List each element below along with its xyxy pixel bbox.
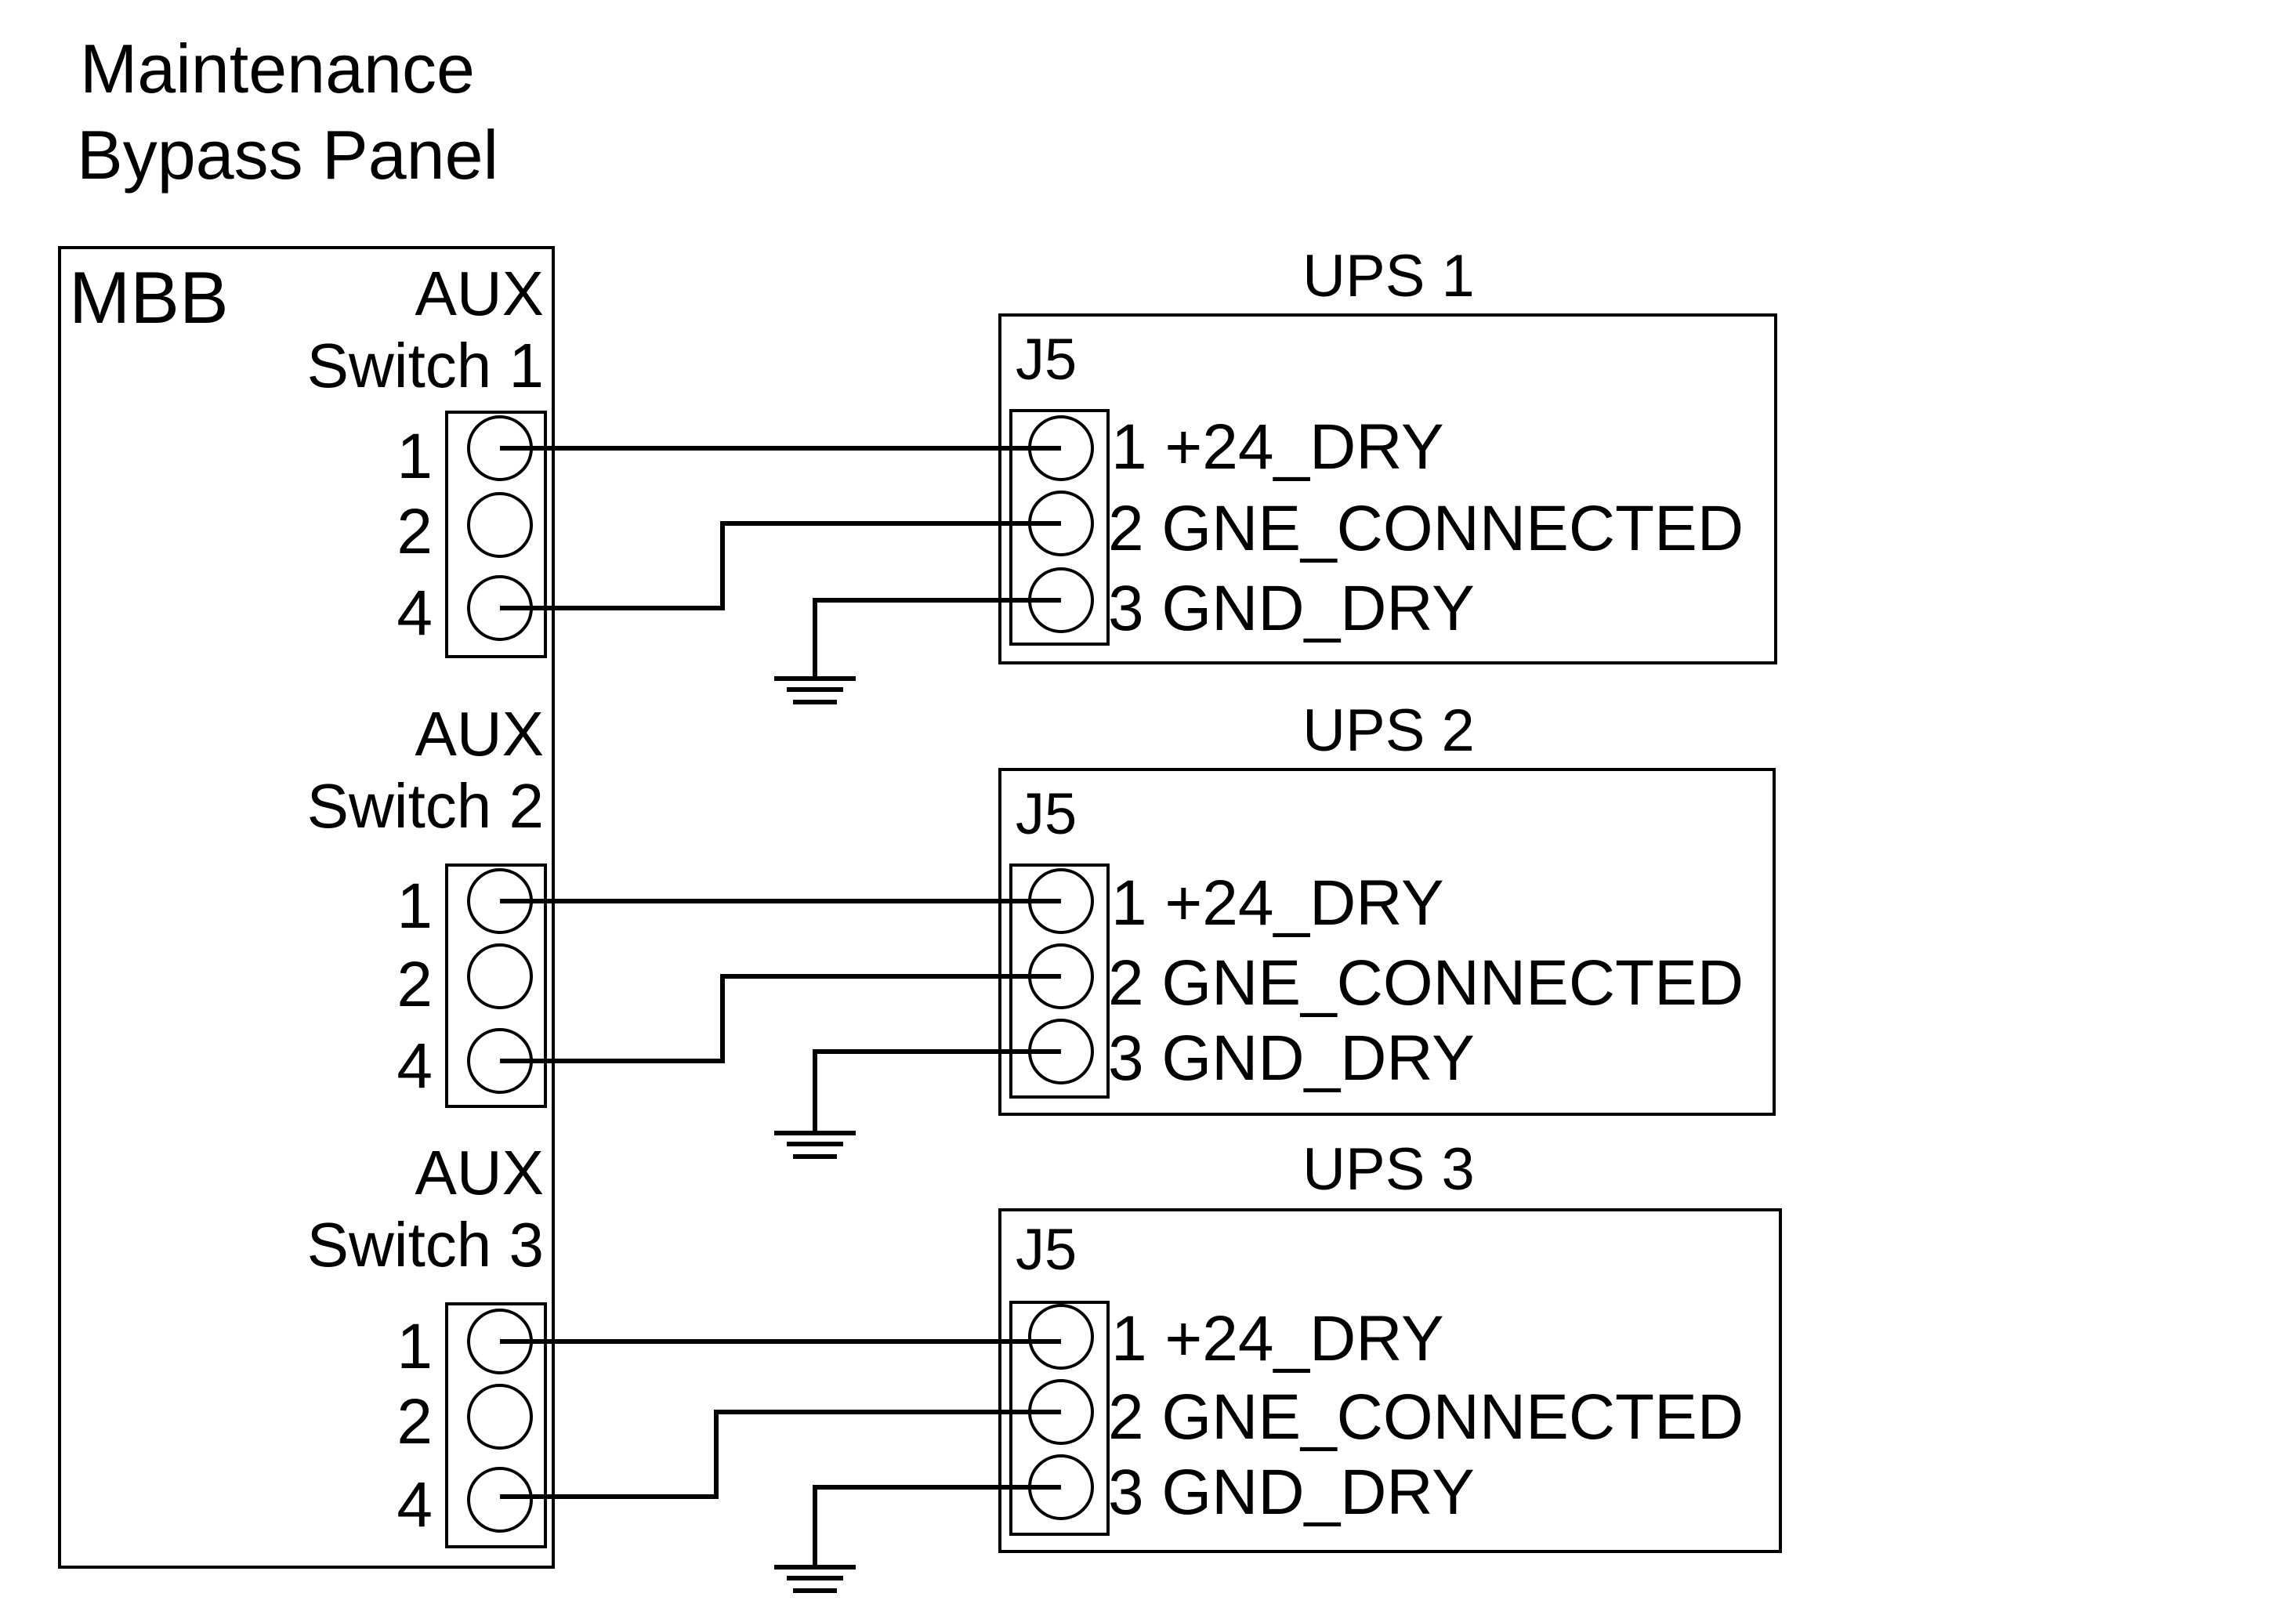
aux-switch-1-pin-2-circle: [467, 492, 533, 558]
ups-2-signal-1: 1 +24_DRY: [1111, 867, 1444, 939]
title-line-1: Maintenance: [80, 30, 475, 107]
ups-2-signal-3: 3 GND_DRY: [1108, 1023, 1475, 1094]
aux-switch-1-pin-1-label: 1: [397, 421, 433, 492]
ground-symbol-2: [774, 1131, 856, 1159]
mbb-panel: [58, 246, 555, 1569]
aux-switch-3-pin-4-circle: [467, 1467, 533, 1533]
wiring-group-2: [500, 899, 1061, 1159]
aux-switch-2-label-line1: AUX: [415, 699, 545, 769]
ups-2-j5-terminal-block: [1009, 863, 1110, 1099]
ups-2-box: [998, 768, 1776, 1116]
ups-1-signal-1: 1 +24_DRY: [1111, 411, 1444, 483]
aux-switch-3-terminal-block: [445, 1302, 547, 1548]
wire-ups2-pin2: [500, 974, 1061, 1063]
ups-1-signal-3: 3 GND_DRY: [1108, 573, 1475, 644]
ups-3: UPS 3 J5 1 +24_DRY 2 GNE_CONNECTED 3 GND…: [998, 1136, 1782, 1553]
ups-3-label: UPS 3: [1302, 1136, 1475, 1203]
aux-switch-1-label-line2: Switch 1: [307, 331, 544, 400]
aux-switch-1-pin-4-label: 4: [397, 577, 433, 649]
aux-switch-3: AUX Switch 3 1 2 4: [307, 1138, 547, 1548]
ups-3-j5-terminal-block: [1009, 1301, 1110, 1536]
ups-1-connector-label: J5: [1016, 327, 1077, 392]
ups-3-j5-pin-1-circle: [1028, 1304, 1094, 1370]
wire-ups3-ground: [813, 1485, 1061, 1567]
aux-switch-3-pin-1-label: 1: [397, 1311, 433, 1382]
aux-switch-1-terminal-block: [445, 411, 547, 658]
aux-switch-2-pin-2-circle: [467, 943, 533, 1009]
aux-switch-3-pin-4-label: 4: [397, 1469, 433, 1541]
ups-1-j5-terminal-block: [1009, 409, 1110, 646]
ups-2-signal-2: 2 GNE_CONNECTED: [1108, 947, 1744, 1019]
aux-switch-2-pin-4-label: 4: [397, 1030, 433, 1102]
ups-3-box: [998, 1208, 1782, 1553]
ups-3-signal-2: 2 GNE_CONNECTED: [1108, 1381, 1744, 1453]
aux-switch-2-terminal-block: [445, 863, 547, 1108]
ups-3-signal-1: 1 +24_DRY: [1111, 1303, 1444, 1374]
wire-ups3-pin2: [500, 1410, 1061, 1499]
aux-switch-2-pin-1-label: 1: [397, 871, 433, 942]
wire-ups2-ground: [813, 1049, 1061, 1133]
aux-switch-2-pin-2-label: 2: [397, 949, 433, 1020]
ground-symbol-3: [774, 1565, 856, 1593]
ups-3-connector-label: J5: [1016, 1217, 1077, 1282]
ground-symbol-1: [774, 676, 856, 704]
aux-switch-2-label-line2: Switch 2: [307, 771, 544, 841]
aux-switch-3-pin-2-label: 2: [397, 1386, 433, 1457]
wire-ups1-ground: [813, 598, 1061, 679]
ups-2-label: UPS 2: [1302, 697, 1475, 764]
wiring-group-3: [500, 1339, 1061, 1593]
ups-3-signal-3: 3 GND_DRY: [1108, 1457, 1475, 1528]
wire-ups1-pin2: [500, 521, 1061, 610]
aux-switch-3-label-line1: AUX: [415, 1138, 545, 1207]
aux-switch-3-label-line2: Switch 3: [307, 1210, 544, 1280]
ups-2-connector-label: J5: [1016, 781, 1077, 846]
aux-switch-1-pin-2-label: 2: [397, 496, 433, 567]
aux-switch-2: AUX Switch 2 1 2 4: [307, 699, 547, 1108]
ups-2: UPS 2 J5 1 +24_DRY 2 GNE_CONNECTED 3 GND…: [998, 697, 1776, 1116]
mbb-label: MBB: [69, 256, 229, 339]
aux-switch-3-pin-2-circle: [467, 1384, 533, 1450]
title-line-2: Bypass Panel: [77, 116, 498, 194]
wiring-group-1: [500, 446, 1061, 704]
ups-1-box: [998, 313, 1777, 664]
ups-1-label: UPS 1: [1302, 243, 1475, 310]
ups-1-signal-2: 2 GNE_CONNECTED: [1108, 493, 1744, 564]
aux-switch-1: AUX Switch 1 1 2 4: [307, 259, 547, 658]
aux-switch-1-label-line1: AUX: [415, 259, 545, 328]
ups-1: UPS 1 J5 1 +24_DRY 2 GNE_CONNECTED 3 GND…: [998, 243, 1777, 664]
